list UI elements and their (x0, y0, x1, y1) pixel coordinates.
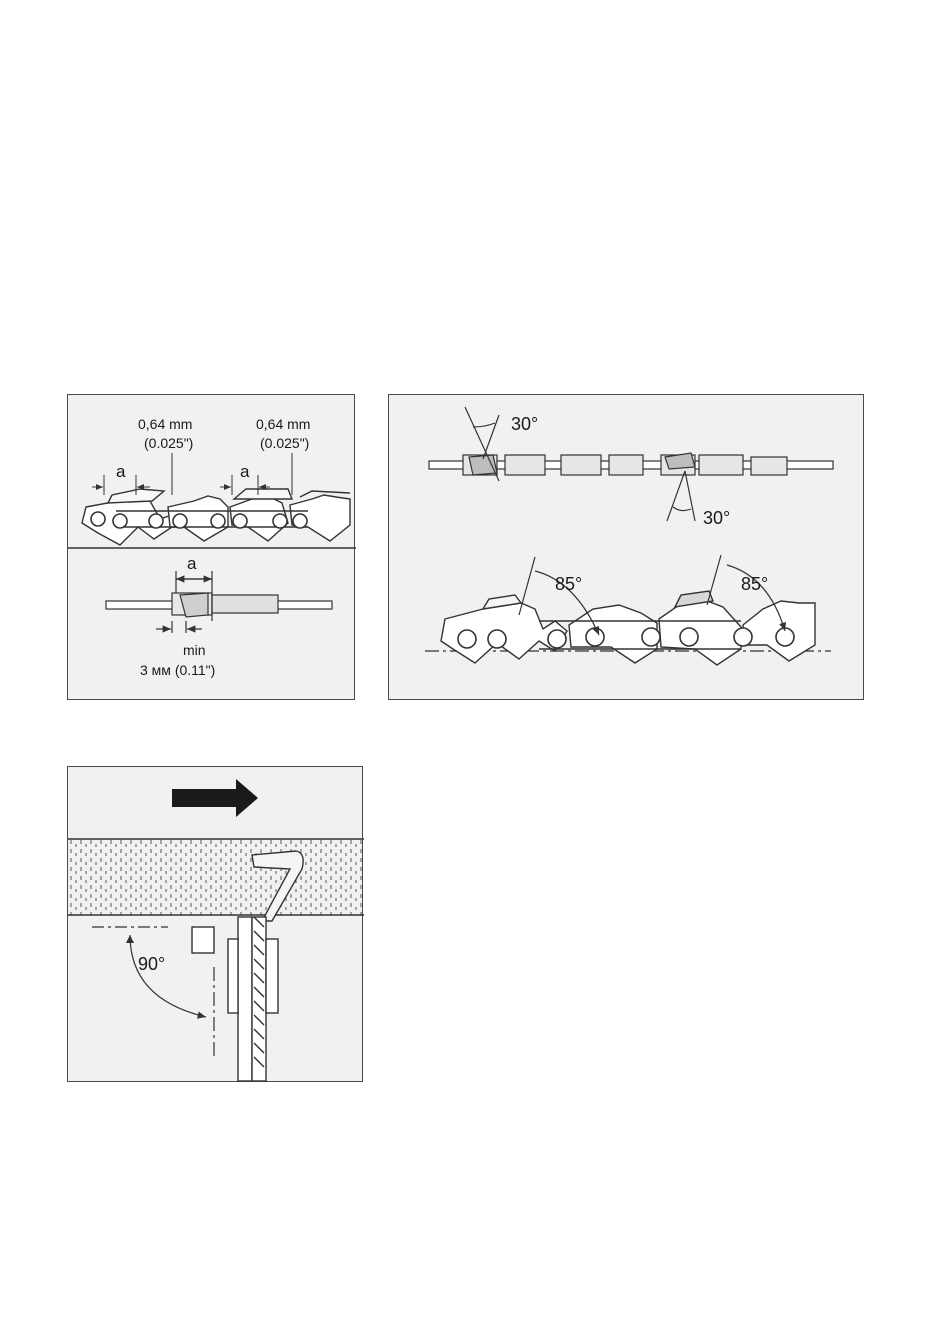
min-label: min (183, 643, 206, 657)
side-angle-right-label: 85° (741, 575, 768, 593)
depth-left-label: 0,64 mm (138, 417, 192, 431)
figure-filing-angles: 30° 30° 85° 85° (388, 394, 864, 700)
file-guide-drawing (68, 767, 364, 1083)
chain-side-view (441, 591, 815, 665)
wood-section (68, 839, 364, 915)
gap-a-right-label: a (240, 463, 249, 480)
depth-right-label: 0,64 mm (256, 417, 310, 431)
gap-a-lower-label: a (187, 555, 196, 572)
figure-depth-gauge: 0,64 mm (0.025") 0,64 mm (0.025") a a a … (67, 394, 355, 700)
gap-a-left-label: a (116, 463, 125, 480)
depth-left-inch-label: (0.025") (144, 436, 193, 450)
chain-top-view (429, 407, 833, 521)
direction-arrow-icon (172, 779, 258, 817)
figure-file-guide: 90° (67, 766, 363, 1082)
depth-right-inch-label: (0.025") (260, 436, 309, 450)
chain-top-view (106, 571, 332, 633)
min-value-label: 3 мм (0.11") (140, 663, 215, 677)
right-angle-label: 90° (138, 955, 165, 973)
side-angle-left-label: 85° (555, 575, 582, 593)
bottom-angle-label: 30° (703, 509, 730, 527)
top-angle-label: 30° (511, 415, 538, 433)
filing-angles-drawing (389, 395, 865, 701)
depth-gauge-drawing (68, 395, 356, 701)
